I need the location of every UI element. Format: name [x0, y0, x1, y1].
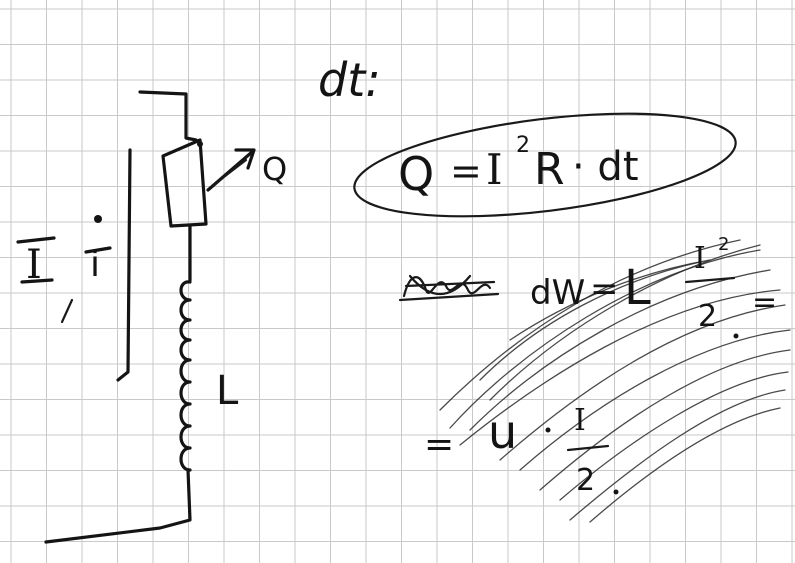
resistor: [161, 138, 208, 228]
energy-eq3: =: [424, 424, 454, 465]
formula-sup: 2: [516, 133, 530, 158]
current-I-bar-bot: [20, 278, 54, 284]
formula-dt: · dt: [572, 144, 639, 190]
current-label-upper: I: [26, 242, 42, 288]
energy-dot2: [613, 489, 619, 495]
current-i-dot: [94, 215, 102, 223]
hatch-scribbles: [439, 239, 791, 523]
resistor-terminal: [197, 141, 203, 147]
heat-label: Q: [262, 150, 287, 188]
energy-frac1-den: 2: [698, 299, 717, 334]
energy-frac2-den: 2: [576, 463, 595, 498]
energy-frac1-sup: 2: [718, 234, 729, 255]
inductor-coil: [179, 280, 192, 472]
dt-heading: dt:: [318, 53, 381, 107]
energy-eq2: =: [752, 285, 777, 320]
voltage-bracket: [116, 148, 132, 382]
stray-tick: [60, 298, 74, 324]
energy-u: u: [488, 405, 517, 459]
energy-frac2-num: I: [574, 403, 586, 438]
formula-Q: Q: [398, 147, 434, 201]
energy-formula: dW = L I 2 2 = = u I 2: [424, 234, 777, 498]
heat-arrow-shaft2: [210, 158, 248, 188]
formula-ellipse: [353, 112, 737, 218]
energy-frac2-bar: [566, 444, 610, 452]
formula-eq: =: [450, 149, 482, 193]
inductor-label: L: [216, 368, 239, 414]
energy-lhs: dW: [530, 273, 585, 313]
current-i-bar: [84, 246, 112, 254]
energy-eq1: =: [590, 269, 619, 309]
current-I-bar-top: [16, 236, 56, 244]
energy-frac1-bar: [684, 276, 736, 284]
formula-I: I: [486, 145, 503, 194]
current-label-lower: i: [90, 244, 100, 285]
joule-formula: Q = I 2 R · dt: [398, 133, 639, 201]
formula-R: R: [534, 144, 565, 195]
energy-dot1: [545, 427, 551, 433]
heat-arrow-head: [234, 148, 256, 170]
bottom-wire: [44, 468, 192, 544]
crossed-out-word: [398, 274, 500, 302]
circuit-diagram: [16, 90, 256, 544]
energy-frac1-num: I: [694, 241, 706, 276]
energy-L: L: [624, 260, 651, 316]
top-wire: [138, 90, 198, 142]
energy-dot3: [733, 333, 739, 339]
